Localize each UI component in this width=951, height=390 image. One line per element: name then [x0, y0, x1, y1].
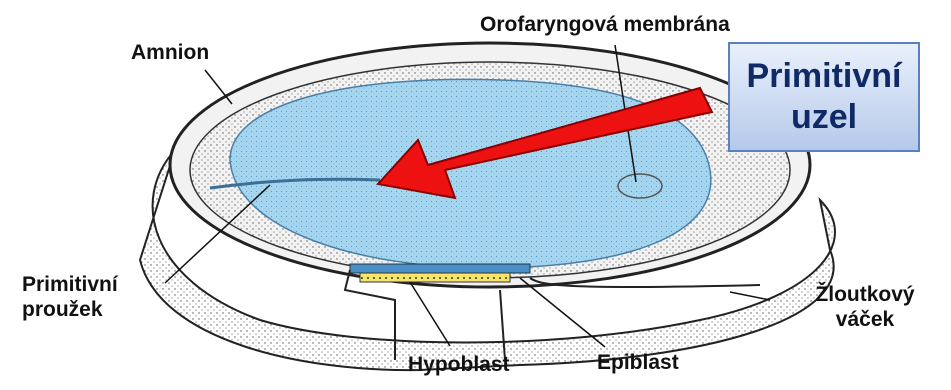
hypoblast-layer [360, 273, 510, 282]
amnion-label: Amnion [131, 40, 209, 65]
epiblast-label: Epiblast [597, 350, 679, 375]
zloutkovy-vacek-label: Žloutkový váček [790, 282, 940, 332]
hypoblast-label: Hypoblast [408, 352, 510, 377]
primitivni-prouzek-label: Primitivní proužek [22, 272, 147, 322]
epiblast-leader [520, 278, 605, 347]
epiblast-layer [350, 264, 530, 273]
zloutkovy-leader [730, 292, 770, 300]
hypoblast-leader [410, 282, 450, 346]
primitive-node-callout-text: Primitivní uzel [730, 56, 918, 138]
primitive-node-callout: Primitivní uzel [728, 42, 920, 152]
orofaryngova-membrana-label: Orofaryngová membrána [480, 12, 730, 37]
